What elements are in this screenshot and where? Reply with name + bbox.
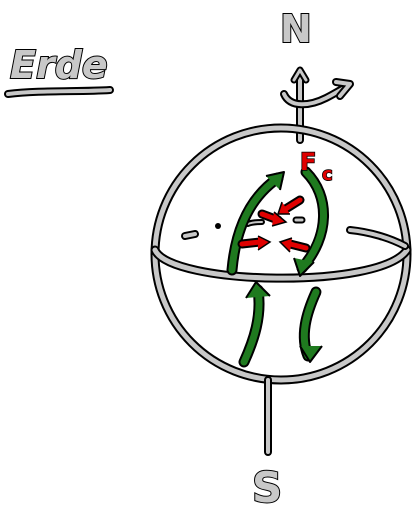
flow-arrow-south-right <box>300 292 322 362</box>
equator <box>155 220 407 278</box>
title-label: Erde <box>10 43 108 87</box>
force-label: F <box>300 148 316 176</box>
force-subscript-label: c <box>322 164 333 185</box>
rotation-arrow <box>284 82 350 104</box>
north-label: N <box>280 7 312 51</box>
earth-sphere <box>155 128 407 380</box>
flow-arrow-south-left <box>244 282 270 362</box>
south-label: S <box>252 463 282 510</box>
flow-arrow-north-right <box>294 172 324 276</box>
title-group: Erde <box>8 43 110 94</box>
